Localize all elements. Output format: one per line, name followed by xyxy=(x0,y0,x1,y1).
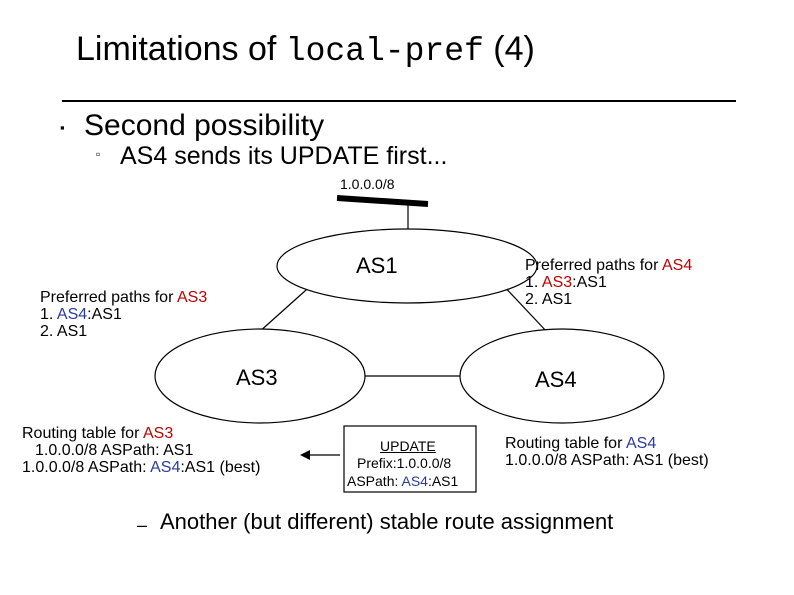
update-aspath: ASPath: AS4:AS1 xyxy=(347,473,458,490)
title-code: local-pref xyxy=(285,33,484,70)
routing-table-as3: Routing table for AS3 1.0.0.0/8 ASPath: … xyxy=(22,425,260,476)
update-box xyxy=(343,425,477,493)
pref-as3-heading-as: AS3 xyxy=(176,289,208,306)
rt-as3-line2-as: AS4 xyxy=(150,459,181,476)
slide-title: Limitations of local-pref (4) xyxy=(76,30,535,70)
label-as1: AS1 xyxy=(356,253,398,278)
rt-as3-line2: 1.0.0.0/8 ASPath: AS4:AS1 (best) xyxy=(22,459,260,476)
node-as3 xyxy=(154,328,366,424)
pref-as4-line1-num: 1. xyxy=(525,274,542,291)
pref-as3-line1: 1. AS4:AS1 xyxy=(40,306,207,323)
title-suffix: (4) xyxy=(493,30,535,68)
pref-as3-line1-rest: :AS1 xyxy=(87,306,122,323)
pref-as3-line1-as: AS4 xyxy=(56,306,88,323)
node-as1 xyxy=(276,228,538,304)
label-as3: AS3 xyxy=(236,365,278,390)
square-bullet-icon: ▪ xyxy=(60,120,65,135)
update-aspath-as: AS4 xyxy=(401,473,428,489)
rt-as4-line1: 1.0.0.0/8 ASPath: AS1 (best) xyxy=(505,452,709,469)
update-title: UPDATE xyxy=(380,438,436,454)
pref-as4-line2: 2. AS1 xyxy=(525,291,573,308)
prefix-label: 1.0.0.0/8 xyxy=(340,176,395,192)
pref-as4-line1: 1. AS3:AS1 xyxy=(525,274,692,291)
update-aspath-pre: ASPath: xyxy=(347,473,402,489)
title-prefix: Limitations of xyxy=(76,30,277,68)
rt-as3-heading-as: AS3 xyxy=(142,425,174,442)
link-as1-as4 xyxy=(499,281,549,334)
node-as4 xyxy=(459,328,665,424)
pref-paths-as3: Preferred paths for AS3 1. AS4:AS1 2. AS… xyxy=(40,289,207,340)
pref-as4-line1-as: AS3 xyxy=(541,274,573,291)
bullet-level3: Another (but different) stable route ass… xyxy=(160,509,614,534)
pref-as4-line1-rest: :AS1 xyxy=(572,274,607,291)
rt-as3-heading: Routing table for AS3 xyxy=(22,425,260,442)
dash-bullet-icon: – xyxy=(137,515,148,535)
rt-as3-line1: 1.0.0.0/8 ASPath: AS1 xyxy=(35,442,194,459)
update-prefix: Prefix:1.0.0.0/8 xyxy=(357,455,452,471)
rt-as3-line2-post: :AS1 (best) xyxy=(180,459,261,476)
pref-as4-heading-text: Preferred paths for xyxy=(525,257,662,274)
pref-as4-heading: Preferred paths for AS4 xyxy=(525,257,692,274)
rt-as4-heading: Routing table for AS4 xyxy=(505,435,709,452)
rt-as3-line2-pre: 1.0.0.0/8 ASPath: xyxy=(22,459,151,476)
rt-as4-heading-text: Routing table for xyxy=(505,435,626,452)
update-aspath-post: :AS1 xyxy=(427,473,459,489)
pref-paths-as4: Preferred paths for AS4 1. AS3:AS1 2. AS… xyxy=(525,257,692,308)
pref-as3-line2: 2. AS1 xyxy=(40,323,88,340)
routing-table-as4: Routing table for AS4 1.0.0.0/8 ASPath: … xyxy=(505,435,709,469)
pref-as4-heading-as: AS4 xyxy=(661,257,693,274)
label-as4: AS4 xyxy=(535,367,577,392)
bullet-level1: Second possibility xyxy=(84,109,325,142)
pref-as3-heading: Preferred paths for AS3 xyxy=(40,289,207,306)
hollow-square-bullet-icon: ▫ xyxy=(96,147,101,161)
rt-as4-heading-as: AS4 xyxy=(625,435,657,452)
rt-as3-heading-text: Routing table for xyxy=(22,425,143,442)
prefix-bar xyxy=(336,195,429,207)
title-divider xyxy=(62,100,736,102)
link-as1-as3 xyxy=(257,281,316,334)
pref-as3-heading-text: Preferred paths for xyxy=(40,289,177,306)
bullet-level2: AS4 sends its UPDATE first... xyxy=(120,142,448,170)
update-arrowhead xyxy=(300,450,310,460)
pref-as3-line1-num: 1. xyxy=(40,306,57,323)
